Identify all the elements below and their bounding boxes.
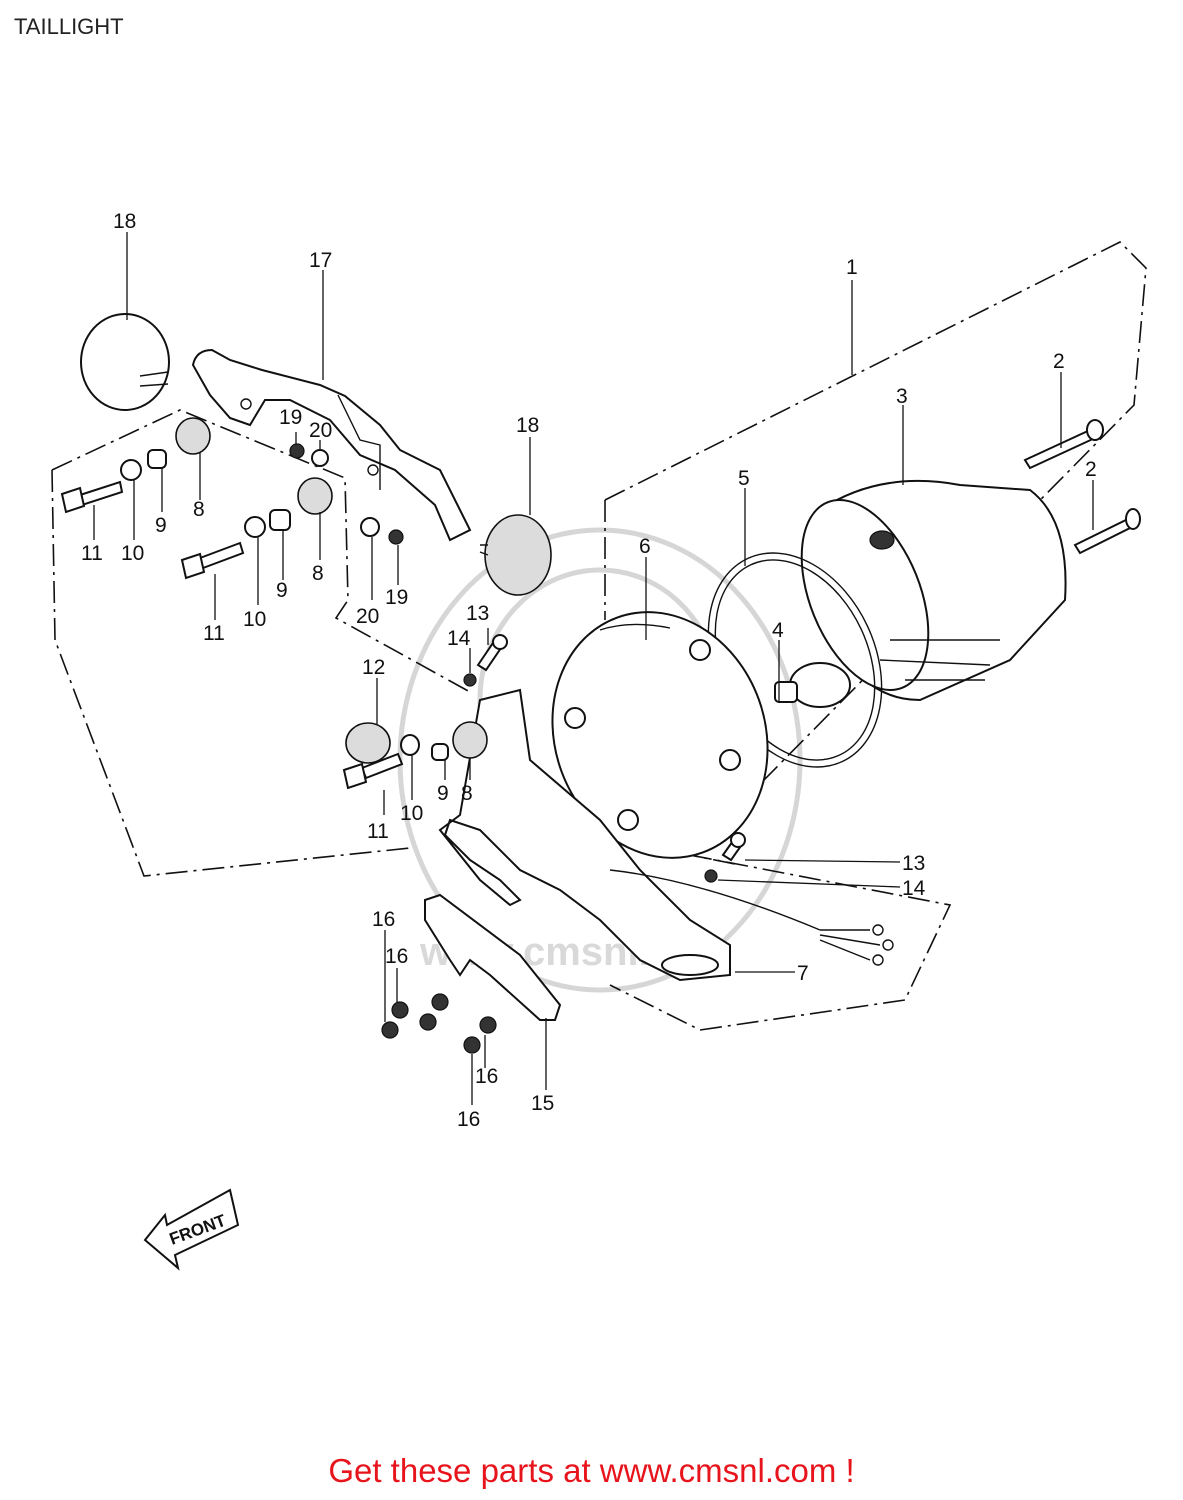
nut-19-upper [289,443,305,459]
bolt-11-lower [342,752,404,790]
stay-7 [438,688,821,982]
callout-17: 17 [309,249,332,272]
page-title: TAILLIGHT [14,14,124,39]
lens-3 [800,479,1067,702]
collar-9-middle [269,509,291,531]
assembly-frame-3 [51,409,471,693]
bolt-11-upper [60,480,124,514]
grommet-8-lower [452,721,488,759]
screw-13-upper [476,634,508,672]
nut-20-lower [360,517,380,537]
bolt-11-middle [180,541,245,580]
callout-14-lower: 14 [902,877,926,900]
callout-16-b: 16 [385,945,408,968]
reflector-18-left [80,313,170,411]
washer-14-upper [463,673,477,687]
callout-11-lower: 11 [367,820,389,843]
callout-18-left: 18 [113,210,136,233]
wire-harness [819,924,894,966]
callout-11-upper: 11 [81,542,103,565]
callout-9-upper: 9 [155,514,167,537]
callout-2-lower: 2 [1085,458,1097,481]
callout-16-c: 16 [475,1065,498,1088]
callout-2-upper: 2 [1053,350,1065,373]
reflector-18-right [479,514,552,596]
collar-9-lower [431,743,449,761]
nut-19-lower [388,529,404,545]
washer-10-upper [120,459,142,481]
screw-2-lower [1073,508,1141,555]
bulb-4 [774,662,851,708]
callout-8-lower: 8 [461,782,473,805]
screw-13-lower [721,832,746,862]
washer-10-middle [244,516,266,538]
grommet-8-middle [297,477,333,515]
nuts-16 [381,993,497,1054]
callout-13-upper: 13 [466,602,489,625]
assembly-frame-4 [51,469,411,877]
washer-14-lower [704,869,718,883]
callout-20-lower: 20 [356,605,379,628]
collar-9-upper [147,449,167,469]
plate-15 [424,893,562,1021]
callout-16-d: 16 [457,1108,480,1131]
callout-labels: 18 17 1 2 2 3 5 6 4 18 19 20 8 9 10 11 8… [81,210,1097,1131]
callout-5: 5 [738,467,750,490]
callout-11-middle: 11 [203,622,225,645]
callout-7: 7 [797,962,809,985]
callout-19-upper: 19 [279,406,302,429]
washer-20-upper [311,449,329,467]
callout-20-upper: 20 [309,419,332,442]
grommet-8-upper [175,417,211,455]
callout-8-upper: 8 [193,498,205,521]
washer-10-lower [400,734,420,756]
callout-9-lower: 9 [437,782,449,805]
callout-13-lower: 13 [902,852,925,875]
callout-15: 15 [531,1092,554,1115]
taillight-exploded-diagram: www.cmsnl.com [51,210,1147,1271]
callout-18-right: 18 [516,414,539,437]
callout-6: 6 [639,535,651,558]
callout-10-upper: 10 [121,542,144,565]
assembly-frame-5 [609,854,952,1031]
footer-link[interactable]: Get these parts at www.cmsnl.com ! [328,1452,855,1489]
front-arrow: FRONT [143,1188,240,1271]
callout-16-a: 16 [372,908,395,931]
callout-3: 3 [896,385,908,408]
callout-1: 1 [846,256,858,279]
screw-2-upper [1023,419,1104,470]
callout-10-lower: 10 [400,802,423,825]
callout-4: 4 [772,619,784,642]
base-6 [509,611,769,859]
callout-12: 12 [362,656,385,679]
cap-12 [345,722,391,764]
bracket-17 [191,348,472,542]
callout-19-lower: 19 [385,586,408,609]
callout-14-upper: 14 [447,627,471,650]
leader-lines [93,232,1094,1105]
callout-8-middle: 8 [312,562,324,585]
callout-10-middle: 10 [243,608,266,631]
callout-9-middle: 9 [276,579,288,602]
